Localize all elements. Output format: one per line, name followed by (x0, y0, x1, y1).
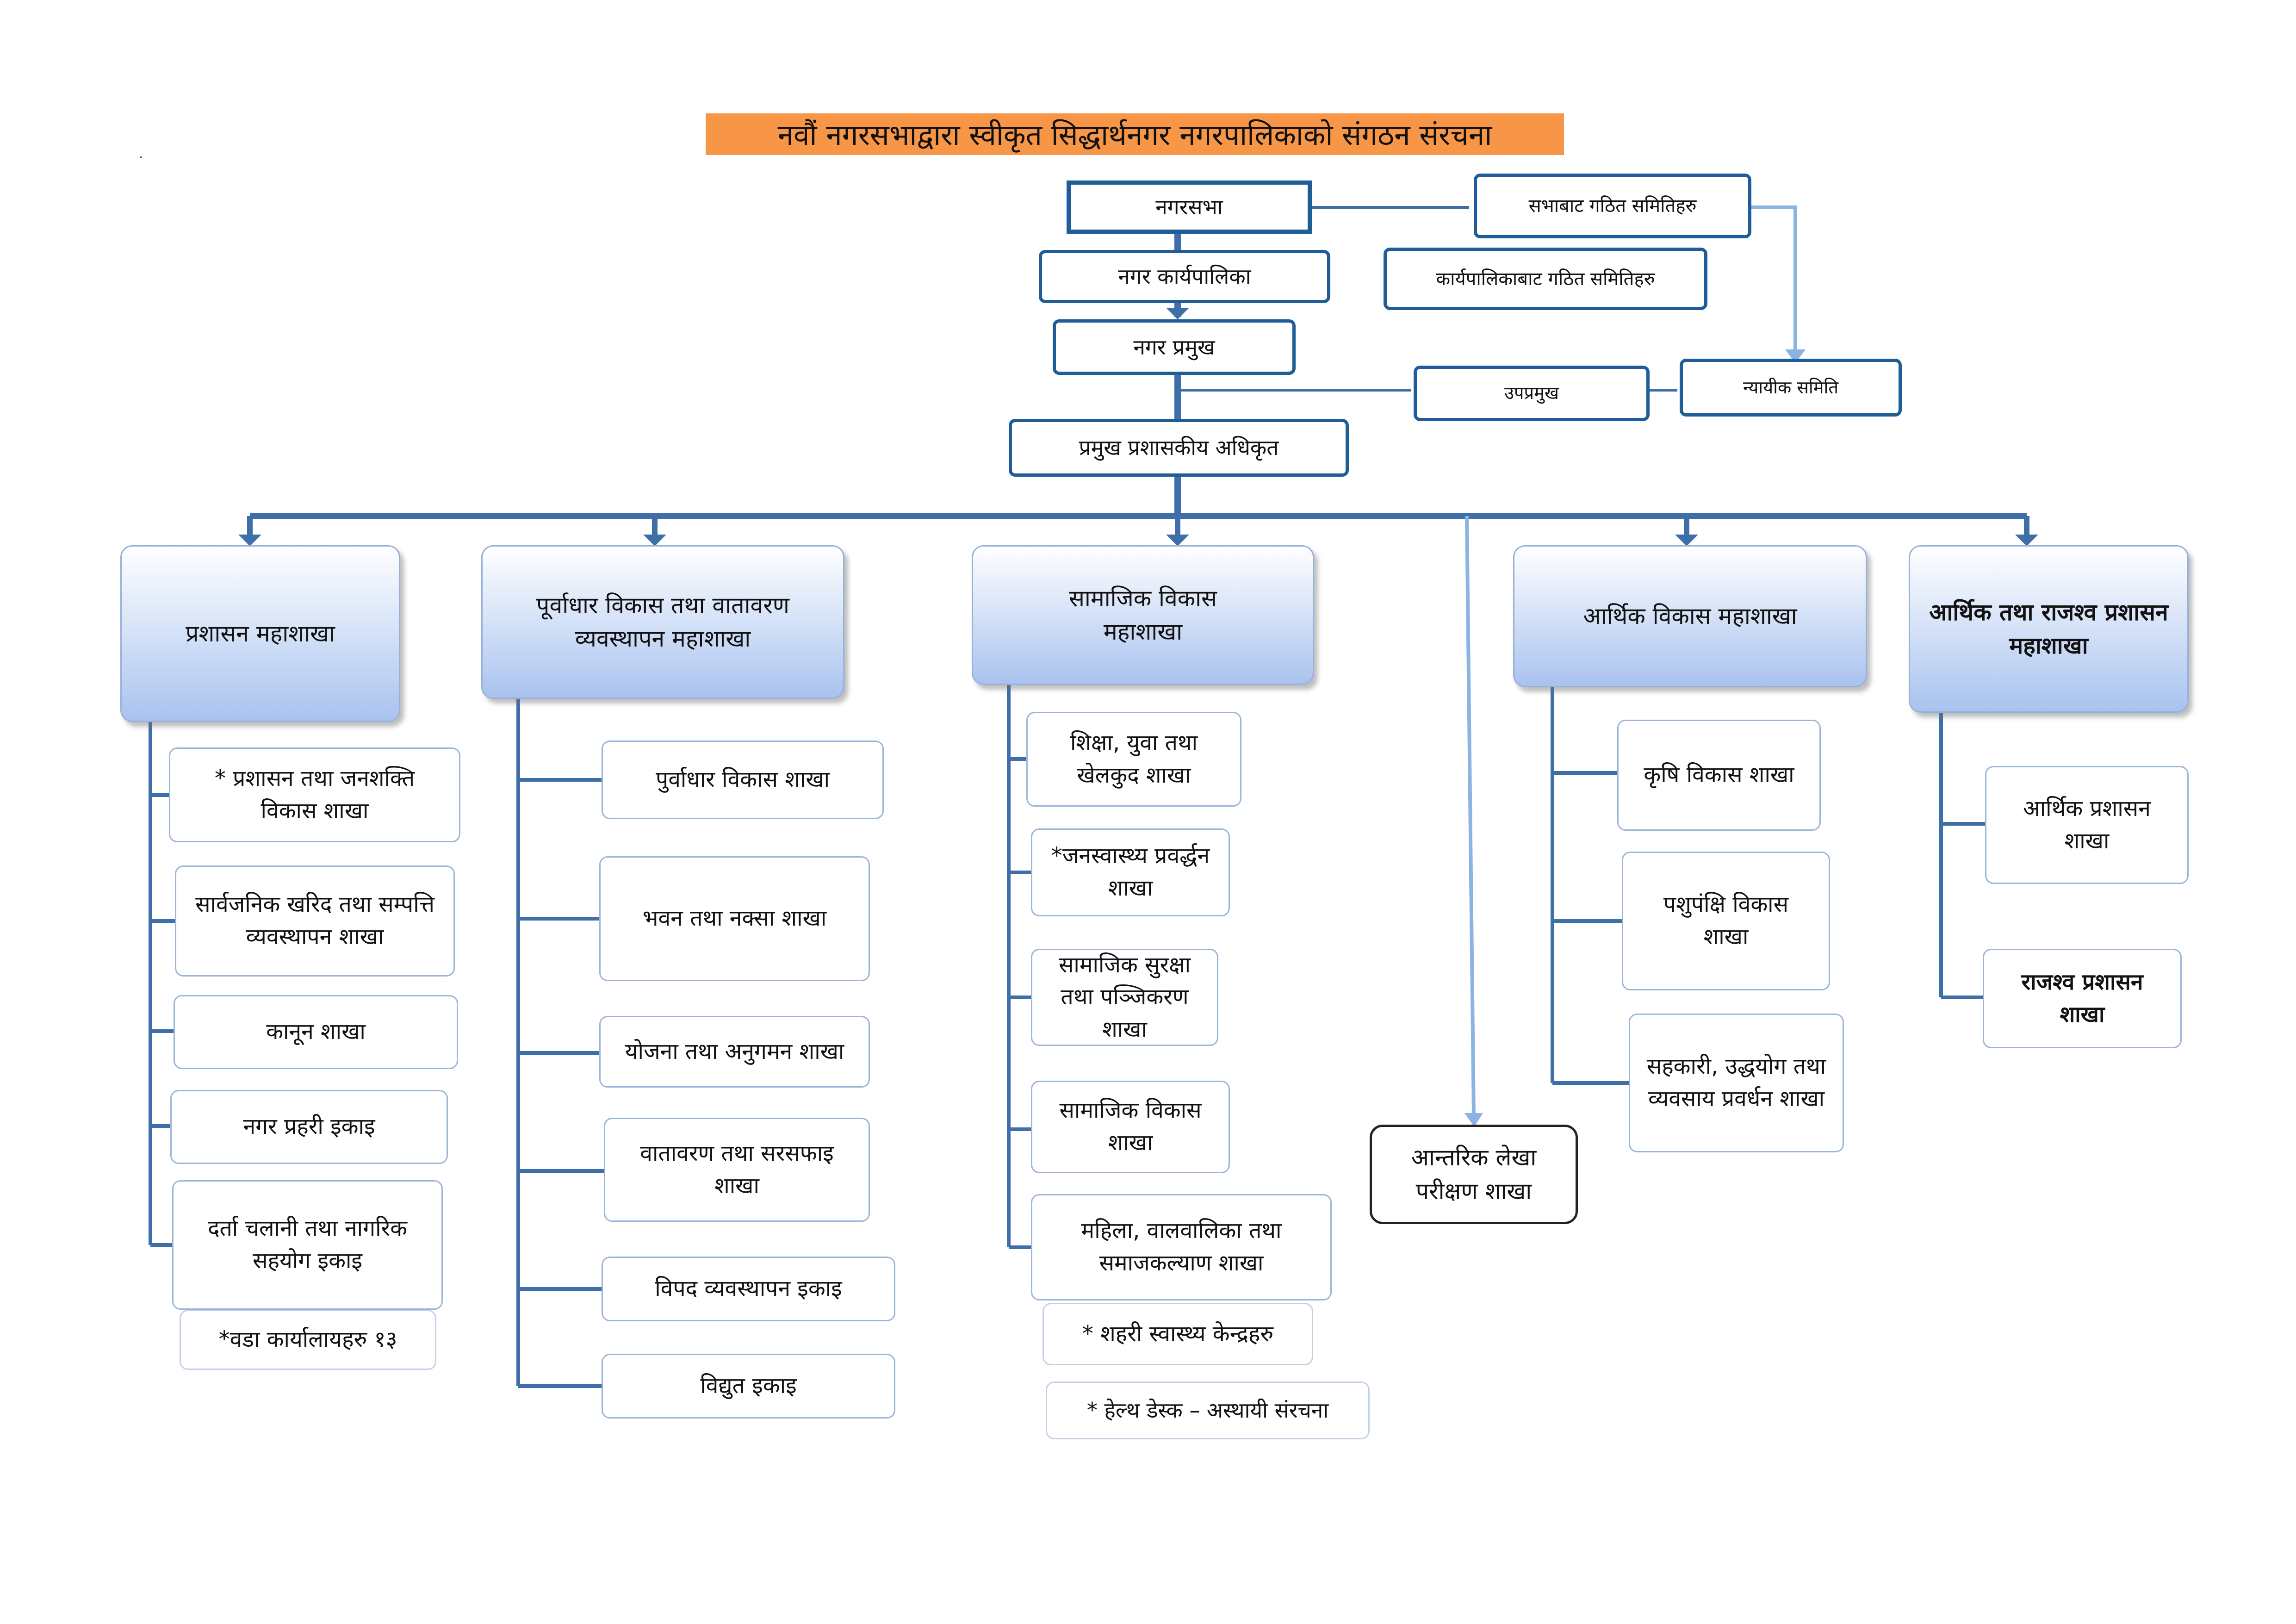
sabha-samiti-box: सभाबाट गठित समितिहरु (1474, 174, 1751, 238)
karyapalika-samiti-box: कार्यपालिकाबाट गठित समितिहरु (1384, 248, 1707, 310)
branch-vipad-vyavasthapan: विपद व्यवस्थापन इकाइ (602, 1257, 895, 1321)
page-title: नवौं नगरसभाद्वारा स्वीकृत सिद्धार्थनगर न… (706, 113, 1564, 155)
branch-pashupankshi: पशुपंक्षि विकास शाखा (1622, 852, 1830, 990)
branch-samajik-vikas: सामाजिक विकास शाखा (1031, 1081, 1230, 1173)
branch-prashasan-janashakti: * प्रशासन तथा जनशक्ति विकास शाखा (169, 747, 460, 842)
branch-sahakari-udyog: सहकारी, उद्धयोग तथा व्यवसाय प्रवर्धन शाख… (1629, 1014, 1844, 1152)
audit-branch: आन्तरिक लेखा परीक्षण शाखा (1370, 1125, 1578, 1224)
division-arthik-vikas: आर्थिक विकास महाशाखा (1513, 545, 1867, 687)
nyayik-samiti-box: न्यायीक समिति (1680, 359, 1902, 417)
branch-kanun: कानून शाखा (174, 995, 458, 1069)
health-desk: * हेल्थ डेस्क – अस्थायी संरचना (1046, 1381, 1370, 1439)
branch-bhawan-naksa: भवन तथा नक्सा शाखा (599, 856, 870, 981)
dot-mark: . (139, 146, 143, 162)
branch-yojana-anugaman: योजना तथा अनुगमन शाखा (599, 1016, 870, 1088)
shahari-swasthya-kendra: * शहरी स्वास्थ्य केन्द्रहरु (1043, 1303, 1313, 1365)
branch-krishi-vikas: कृषि विकास शाखा (1617, 720, 1821, 831)
cao-box: प्रमुख प्रशासकीय अधिकृत (1009, 419, 1349, 477)
branch-arthik-prashasan: आर्थिक प्रशासन शाखा (1985, 766, 2189, 884)
division-prashasan: प्रशासन महाशाखा (120, 545, 400, 722)
branch-purwadhar-vikas: पुर्वाधार विकास शाखा (602, 740, 884, 819)
ward-offices: *वडा कार्यालायहरु १३ (180, 1310, 436, 1370)
division-arthik-rajaswa: आर्थिक तथा राजश्व प्रशासन महाशाखा (1909, 545, 2189, 713)
branch-rajaswa-prashasan: राजश्व प्रशासन शाखा (1983, 949, 2182, 1048)
branch-darta-chalani: दर्ता चलानी तथा नागरिक सहयोग इकाइ (172, 1180, 443, 1310)
division-samajik: सामाजिक विकास महाशाखा (972, 545, 1314, 685)
karyapalika-box: नगर कार्यपालिका (1039, 250, 1330, 303)
nagarsabha-box: नगरसभा (1067, 180, 1312, 234)
branch-vidyut: विद्युत इकाइ (602, 1354, 895, 1419)
division-purwadhar: पूर्वाधार विकास तथा वातावरण व्यवस्थापन म… (481, 545, 844, 699)
branch-sarvajanik-kharid: सार्वजनिक खरिद तथा सम्पत्ति व्यवस्थापन श… (175, 865, 455, 977)
pramukh-box: नगर प्रमुख (1053, 319, 1296, 375)
branch-vatavaran-sarsafai: वातावरण तथा सरसफाइ शाखा (604, 1118, 870, 1222)
branch-samajik-suraksha: सामाजिक सुरक्षा तथा पञ्जिकरण शाखा (1031, 949, 1218, 1046)
branch-mahila-balbalika: महिला, वालवालिका तथा समाजकल्याण शाखा (1031, 1194, 1332, 1300)
branch-janaswasthya: *जनस्वास्थ्य प्रवर्द्धन शाखा (1031, 828, 1230, 916)
branch-shiksha-yuwa: शिक्षा, युवा तथा खेलकुद शाखा (1026, 712, 1241, 807)
upapramukh-box: उपप्रमुख (1414, 366, 1650, 421)
branch-nagar-prahari: नगर प्रहरी इकाइ (170, 1090, 448, 1164)
